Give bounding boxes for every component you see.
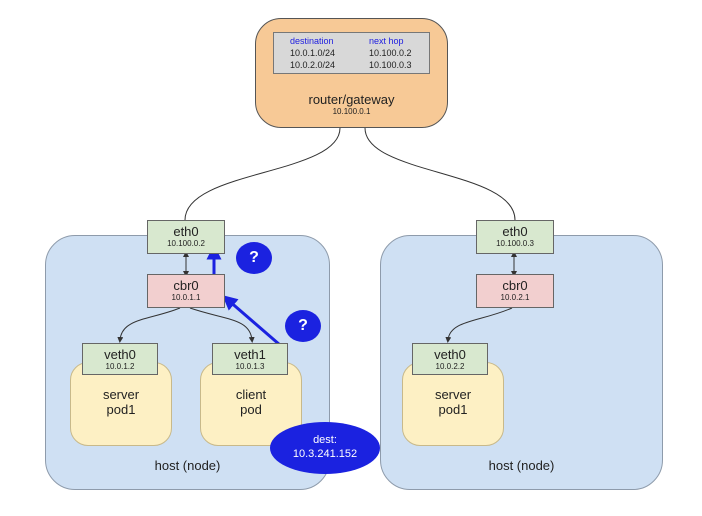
routing-table-header-next-hop: next hop xyxy=(369,36,404,46)
routing-table-header-destination: destination xyxy=(290,36,334,46)
veth0-left-ip: 10.0.1.2 xyxy=(105,362,135,371)
link-cbr0-veth1-left xyxy=(189,307,255,343)
question-bubble-veth1: ? xyxy=(285,310,321,342)
veth1-left: veth1 10.0.1.3 xyxy=(212,343,288,375)
router-gateway: destination next hop 10.0.1.0/24 10.100.… xyxy=(255,18,448,128)
client-pod-label: client xyxy=(235,387,267,402)
eth0-left: eth0 10.100.0.2 xyxy=(147,220,225,254)
routing-table-cell: 10.0.1.0/24 xyxy=(290,48,336,58)
cbr0-right-ip: 10.0.2.1 xyxy=(500,293,530,302)
router-label: router/gateway xyxy=(308,92,395,107)
veth0-right-name: veth0 xyxy=(434,347,466,362)
routing-table-cell: 10.100.0.3 xyxy=(369,60,412,70)
cbr0-right-name: cbr0 xyxy=(502,278,528,293)
veth0-right-ip: 10.0.2.2 xyxy=(435,362,465,371)
client-pod-name: pod xyxy=(240,402,262,417)
dest-bubble: dest: 10.3.241.152 xyxy=(270,422,380,474)
server-pod-right-label: server xyxy=(434,387,472,402)
dest-bubble-ip: 10.3.241.152 xyxy=(292,448,358,460)
server-pod-left-name: pod1 xyxy=(106,402,136,417)
link-cbr0-veth0-right xyxy=(445,307,513,343)
veth0-left: veth0 10.0.1.2 xyxy=(82,343,158,375)
veth1-left-ip: 10.0.1.3 xyxy=(235,362,265,371)
cbr0-right: cbr0 10.0.2.1 xyxy=(476,274,554,308)
host-left-label: host (node) xyxy=(154,458,221,473)
router-ip: 10.100.0.1 xyxy=(332,107,371,116)
cbr0-left-ip: 10.0.1.1 xyxy=(171,293,201,302)
cbr0-left-name: cbr0 xyxy=(173,278,199,293)
veth0-right: veth0 10.0.2.2 xyxy=(412,343,488,375)
client-pod-left: client pod xyxy=(200,362,302,446)
routing-table-cell: 10.0.2.0/24 xyxy=(290,60,336,70)
veth0-left-name: veth0 xyxy=(104,347,136,362)
eth0-right-ip: 10.100.0.3 xyxy=(496,239,534,248)
eth0-right: eth0 10.100.0.3 xyxy=(476,220,554,254)
question-bubble-eth0: ? xyxy=(236,242,272,274)
eth0-left-ip: 10.100.0.2 xyxy=(167,239,205,248)
eth0-left-name: eth0 xyxy=(173,224,199,239)
link-router-eth0-left xyxy=(184,127,341,221)
routing-table: destination next hop 10.0.1.0/24 10.100.… xyxy=(273,32,430,74)
link-cbr0-veth0-left xyxy=(117,307,181,343)
server-pod-left-label: server xyxy=(102,387,140,402)
link-router-eth0-right xyxy=(364,127,516,221)
server-pod-right-name: pod1 xyxy=(438,402,468,417)
eth0-right-name: eth0 xyxy=(502,224,528,239)
host-right-label: host (node) xyxy=(488,458,555,473)
routing-table-cell: 10.100.0.2 xyxy=(369,48,412,58)
packet-arrow-veth1-to-cbr0 xyxy=(222,295,281,347)
veth1-left-name: veth1 xyxy=(234,347,266,362)
dest-bubble-label: dest: xyxy=(313,434,337,446)
cbr0-left: cbr0 10.0.1.1 xyxy=(147,274,225,308)
